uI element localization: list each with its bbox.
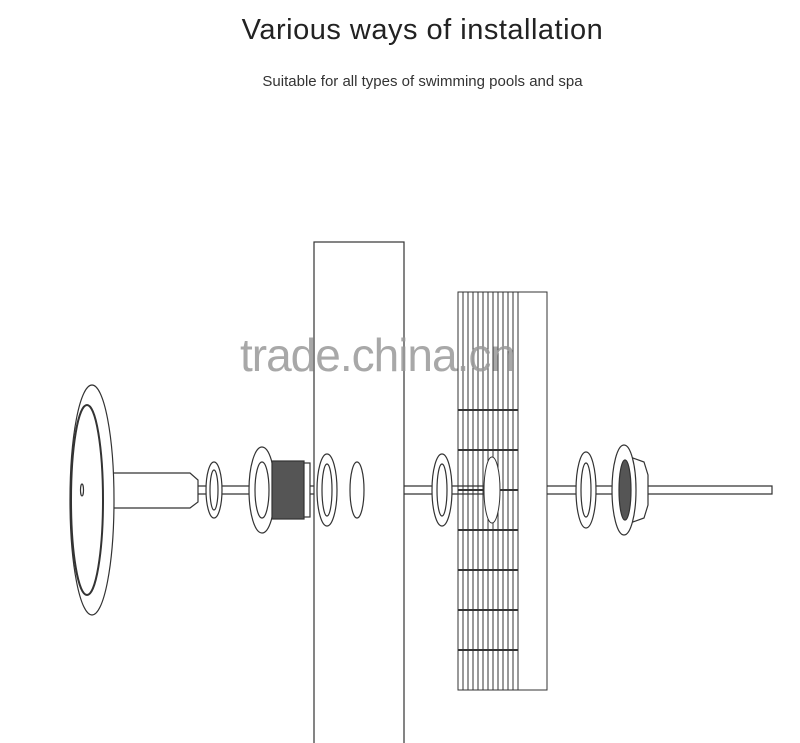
washer (205, 461, 223, 519)
pool-light (69, 384, 199, 616)
watermark: trade.china.cn (240, 329, 516, 381)
grid-panel (457, 291, 548, 691)
nut (611, 444, 649, 536)
page-subtitle: Suitable for all types of swimming pools… (262, 73, 583, 90)
washer (316, 453, 338, 527)
wall-panel (313, 241, 405, 743)
threaded-flange (248, 446, 311, 534)
gasket (349, 461, 365, 519)
washer (575, 451, 597, 529)
page-title: Various ways of installation (241, 14, 604, 46)
washer (431, 453, 453, 527)
